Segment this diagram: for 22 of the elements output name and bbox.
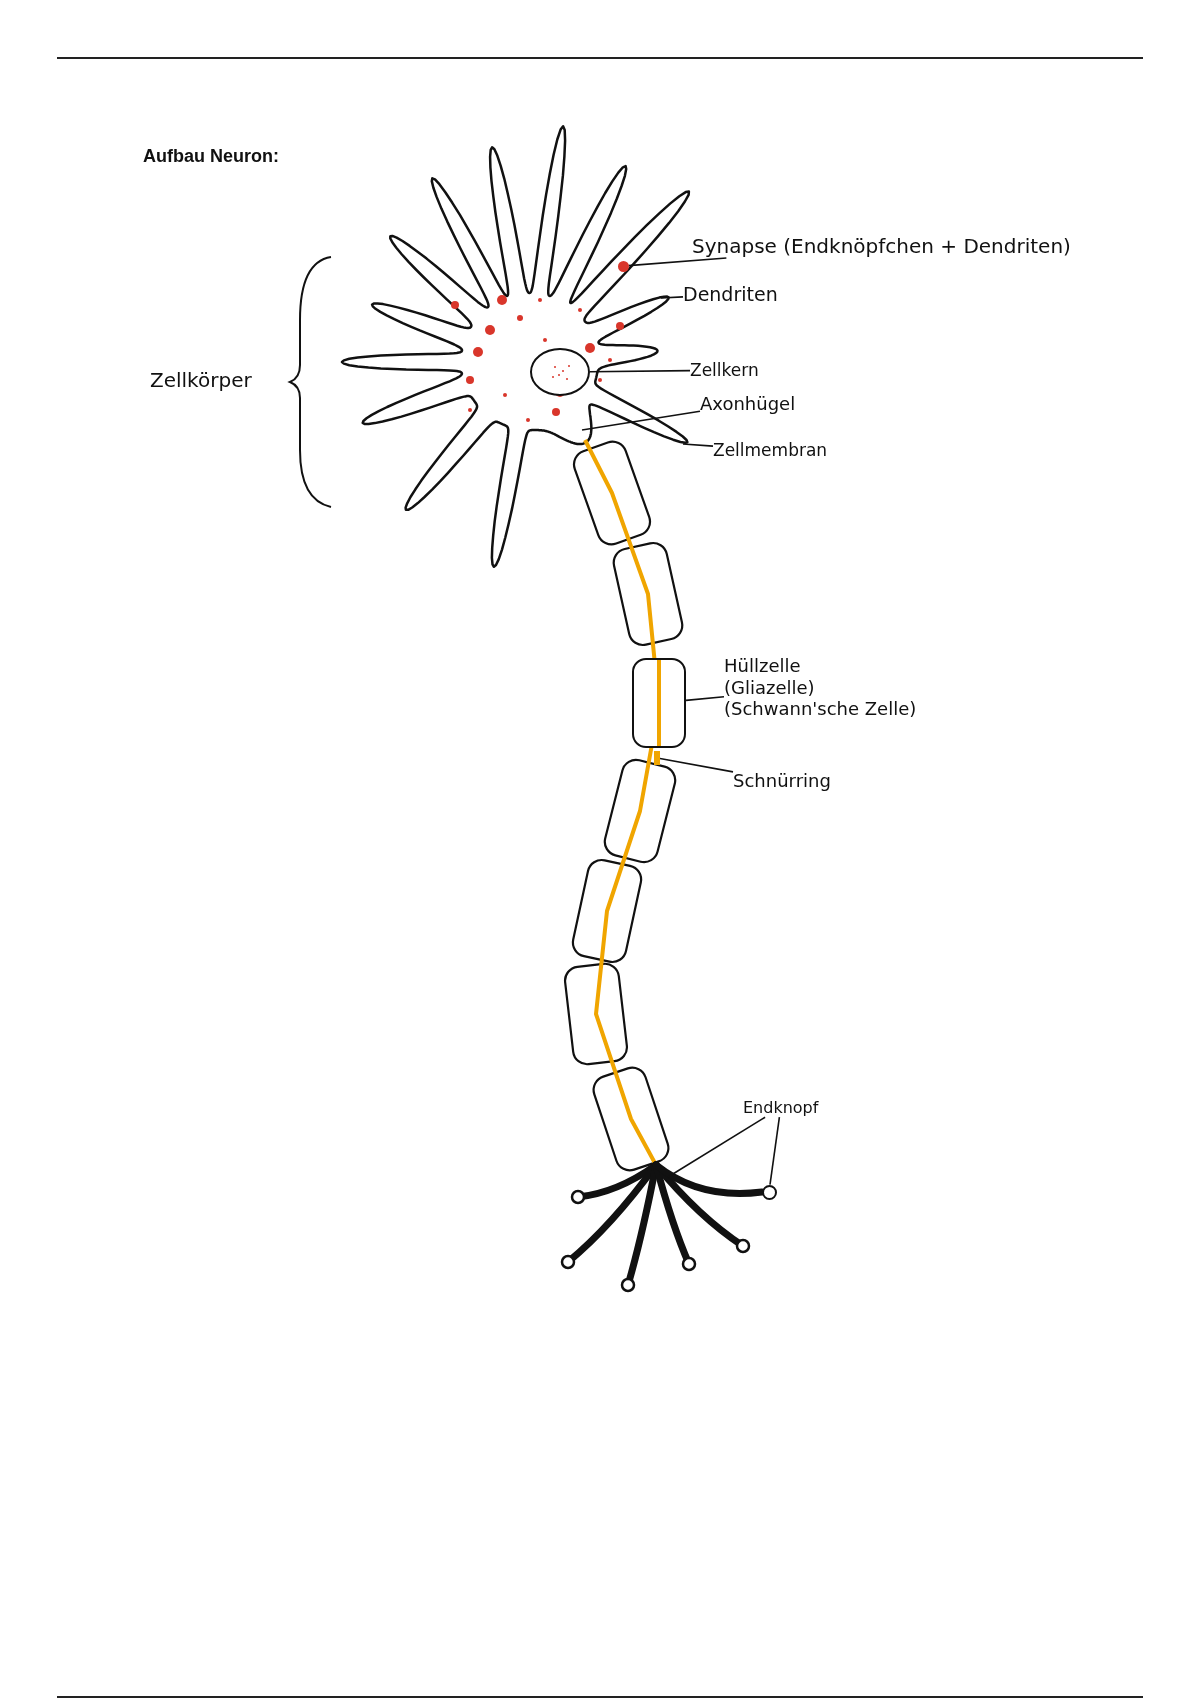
leader-line — [682, 443, 714, 447]
title: Aufbau Neuron: — [143, 146, 279, 168]
part-label: Schnürring — [733, 770, 831, 792]
part-label: Hüllzelle — [724, 655, 802, 677]
myelin-sheath-segment — [632, 658, 686, 748]
part-label: Zellmembran — [713, 440, 828, 461]
leader-line — [769, 1116, 781, 1186]
leader-line — [659, 757, 734, 773]
part-label: Axonhügel — [700, 393, 796, 415]
part-label: Zellkern — [690, 360, 759, 381]
synapse-dot — [617, 260, 629, 272]
leader-line — [581, 410, 701, 431]
part-label: Endknopf — [743, 1098, 819, 1118]
node-of-ranvier — [654, 751, 660, 765]
part-label: (Gliazelle) — [724, 676, 816, 699]
leader-line — [685, 695, 725, 702]
part-label: (Schwann'sche Zelle) — [724, 698, 917, 720]
terminal-knob — [761, 1184, 777, 1200]
part-label: Synapse (Endknöpfchen + Dendriten) — [692, 234, 1071, 258]
part-label: Zellkörper — [150, 368, 252, 392]
part-label: Dendriten — [683, 283, 778, 306]
leader-line — [660, 296, 684, 299]
